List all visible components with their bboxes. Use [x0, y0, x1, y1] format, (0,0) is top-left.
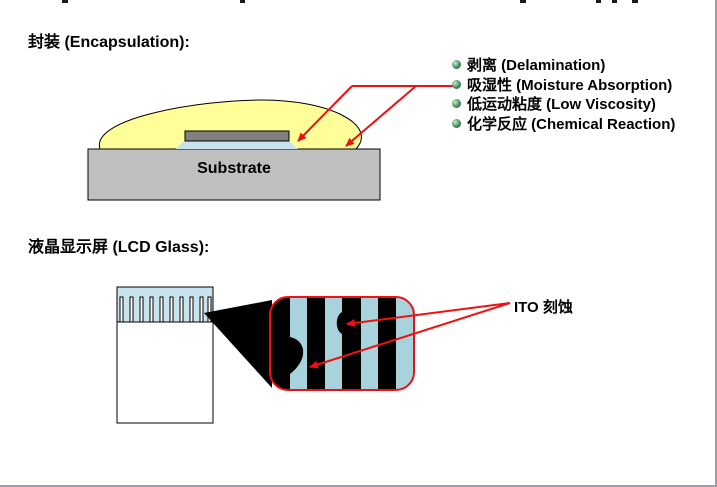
slide-bottom-edge — [0, 485, 717, 487]
list-item: 吸湿性 (Moisture Absorption) — [452, 75, 675, 95]
magnifier-connector — [204, 300, 272, 388]
encapsulant-dome — [99, 99, 362, 150]
bullet-icon — [452, 60, 461, 70]
slide-right-edge — [715, 0, 717, 487]
magnified-ito-view — [269, 296, 415, 391]
ito-arrow-lower — [309, 302, 511, 369]
list-item: 化学反应 (Chemical Reaction) — [452, 114, 675, 134]
bullet-icon — [452, 79, 461, 89]
lcd-glass-panel — [116, 286, 214, 424]
bullet-icon — [452, 99, 461, 109]
list-item: 剥离 (Delamination) — [452, 55, 675, 75]
lcd-heading: 液晶显示屏 (LCD Glass): — [28, 239, 210, 256]
chip — [184, 130, 290, 142]
bullet-text: 低运动粘度 (Low Viscosity) — [467, 96, 656, 114]
die-attach-layer — [176, 141, 298, 149]
arrow-to-dome-edge — [345, 85, 417, 147]
bullet-text: 剥离 (Delamination) — [467, 57, 606, 75]
substrate-label: Substrate — [197, 160, 271, 177]
ito-arrow-upper — [346, 302, 511, 327]
list-item: 低运动粘度 (Low Viscosity) — [452, 94, 675, 114]
failure-mode-list: 剥离 (Delamination) 吸湿性 (Moisture Absorpti… — [452, 55, 675, 133]
ito-label: ITO 刻蚀 — [514, 299, 573, 316]
bullet-text: 化学反应 (Chemical Reaction) — [467, 115, 676, 133]
encapsulation-heading: 封装 (Encapsulation): — [28, 34, 190, 51]
arrow-to-chip-edge — [297, 85, 353, 142]
bullet-text: 吸湿性 (Moisture Absorption) — [467, 76, 673, 94]
bullet-icon — [452, 118, 461, 128]
cropped-top-strip — [0, 0, 717, 4]
